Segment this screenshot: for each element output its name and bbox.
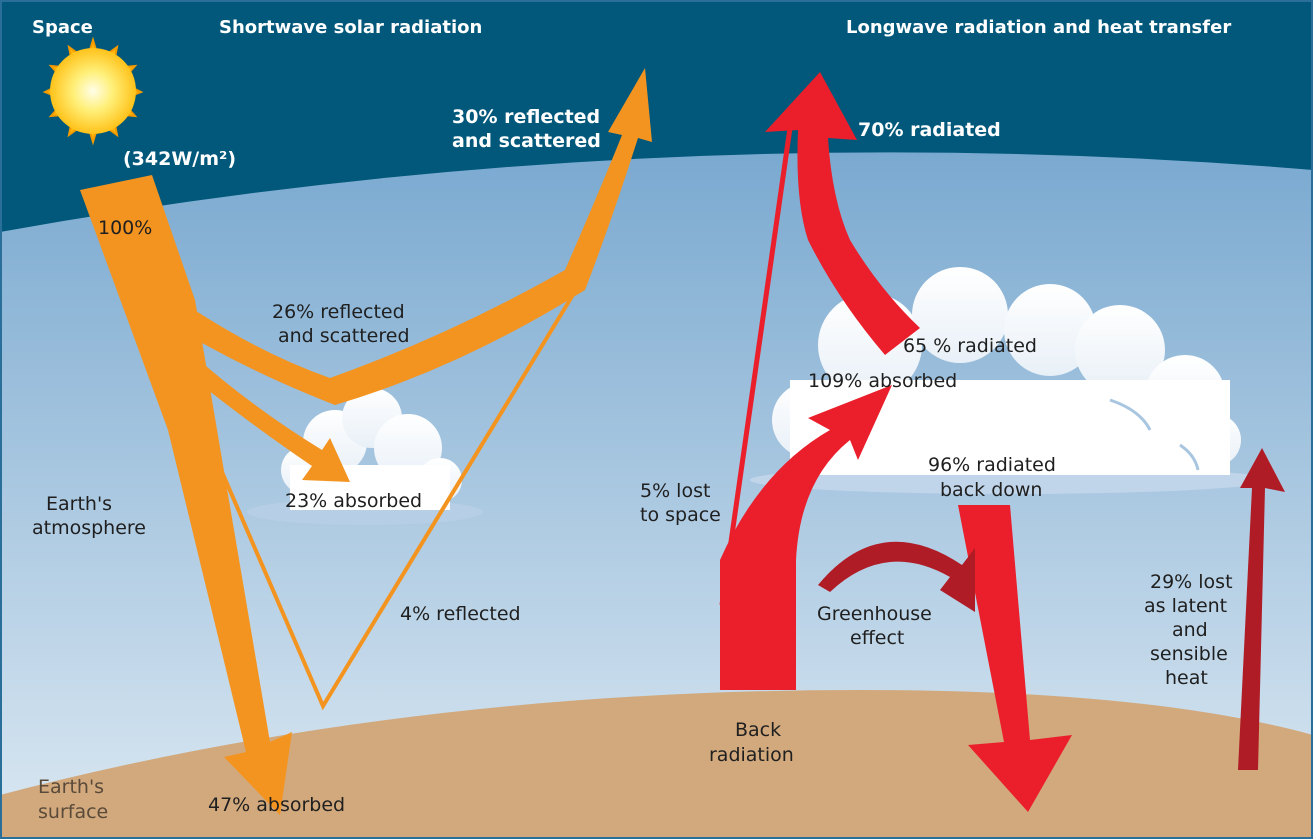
- incoming-percent-label: 100%: [98, 217, 152, 239]
- svg-text:Greenhouse: Greenhouse: [817, 603, 932, 625]
- svg-text:heat: heat: [1165, 667, 1208, 689]
- greenhouse-arrow: [818, 541, 975, 612]
- surface-region: [0, 690, 1313, 839]
- svg-text:Earth's: Earth's: [38, 776, 104, 798]
- greenhouse-label: Greenhouse effect: [817, 603, 932, 649]
- svg-text:atmosphere: atmosphere: [32, 517, 146, 539]
- svg-text:and scattered: and scattered: [452, 130, 601, 152]
- lost-to-space-label: 5% lost to space: [640, 480, 721, 526]
- svg-text:sensible: sensible: [1150, 643, 1228, 665]
- longwave-heading: Longwave radiation and heat transfer: [846, 17, 1231, 38]
- surface-absorbed-label: 47% absorbed: [208, 794, 345, 816]
- back-radiation-arrow: [720, 385, 892, 690]
- radiated-to-space-arrow: [765, 72, 920, 355]
- atmosphere-absorbed-arrow: [165, 332, 350, 482]
- surface-zone-label: Earth's surface: [38, 776, 108, 823]
- atmosphere-absorbed-label: 23% absorbed: [285, 490, 422, 512]
- atmosphere-zone-label: Earth's atmosphere: [32, 493, 146, 539]
- svg-text:96% radiated: 96% radiated: [928, 454, 1056, 476]
- reflected-total-label: 30% reflected and scattered: [452, 106, 601, 152]
- radiated-atmosphere-label: 65 % radiated: [903, 335, 1037, 357]
- reflected-clouds-label: 26% reflected and scattered: [272, 301, 410, 347]
- svg-text:as latent: as latent: [1144, 595, 1227, 617]
- svg-text:30% reflected: 30% reflected: [452, 106, 600, 128]
- cloud-reflection-arrow: [163, 68, 652, 405]
- svg-text:surface: surface: [38, 801, 108, 823]
- lost-to-space-line: [719, 127, 793, 606]
- radiated-back-down-arrow: [958, 505, 1072, 812]
- svg-text:radiation: radiation: [709, 744, 794, 766]
- svg-text:effect: effect: [850, 627, 904, 649]
- back-radiation-label: Back radiation: [709, 719, 794, 766]
- svg-text:Earth's: Earth's: [46, 493, 112, 515]
- space-heading: Space: [32, 17, 93, 38]
- svg-text:29% lost: 29% lost: [1150, 571, 1233, 593]
- sun-icon: [42, 36, 144, 146]
- shortwave-heading: Shortwave solar radiation: [219, 17, 482, 38]
- svg-text:and: and: [1172, 619, 1208, 641]
- svg-text:Back: Back: [735, 719, 781, 741]
- solar-flux-label: (342W/m²): [123, 148, 236, 170]
- svg-text:back down: back down: [940, 479, 1042, 501]
- radiated-total-label: 70% radiated: [858, 119, 1001, 141]
- radiated-back-label: 96% radiated back down: [928, 454, 1056, 501]
- svg-text:26% reflected: 26% reflected: [272, 301, 405, 323]
- absorbed-atmosphere-label: 109% absorbed: [808, 370, 957, 392]
- svg-text:to space: to space: [640, 504, 721, 526]
- surface-reflection-line: [163, 273, 587, 711]
- svg-text:5% lost: 5% lost: [640, 480, 710, 502]
- surface-reflected-label: 4% reflected: [400, 603, 521, 625]
- latent-heat-label: 29% lost as latent and sensible heat: [1144, 571, 1233, 689]
- latent-heat-arrow: [1238, 448, 1285, 770]
- svg-text:and scattered: and scattered: [278, 325, 410, 347]
- incoming-solar-arrow: [80, 175, 292, 815]
